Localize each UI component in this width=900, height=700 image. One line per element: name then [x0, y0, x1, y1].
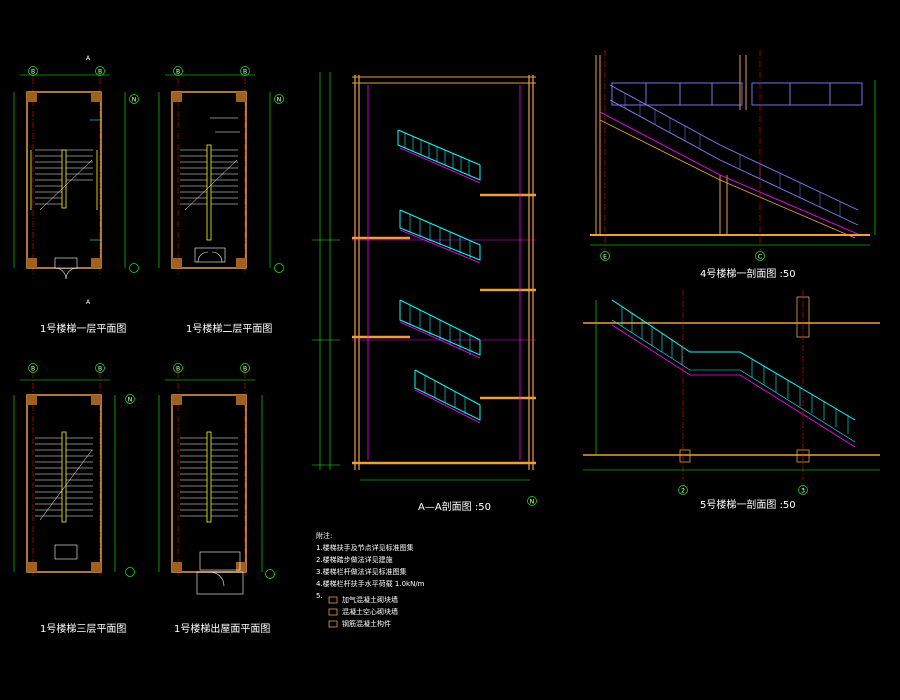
section-4-drawing: [590, 50, 876, 261]
plan-3-axis-right: B: [98, 366, 102, 373]
plan-1-cut-mark-top: A: [86, 55, 91, 62]
plan-1-cut-mark-bottom: A: [86, 299, 91, 306]
note-item: 5.: [316, 592, 323, 600]
plan-1-axis-side: N: [132, 97, 137, 104]
section-4-axis-left: E: [603, 254, 607, 261]
notes-block: 附注: 1.楼梯扶手及节点详见标准图集 2.楼梯踏步做法详见建施 3.楼梯栏杆做…: [316, 530, 425, 602]
note-item: 4.楼梯栏杆扶手水平荷载 1.0kN/m: [316, 580, 425, 588]
plan-1-caption: 1号楼梯一层平面图: [40, 324, 127, 335]
section-aa-caption: A—A剖面图 :50: [418, 502, 491, 513]
plan-3-axis-side: N: [128, 397, 133, 404]
section-5-axis-right: 3: [801, 488, 805, 495]
section-4-caption: 4号楼梯一剖面图 :50: [700, 269, 796, 280]
plan-2-floor-2: [158, 66, 284, 275]
plan-3-caption: 1号楼梯三层平面图: [40, 624, 127, 635]
plan-4-axis-right: B: [243, 366, 247, 373]
legend-item: 加气混凝土砌块墙: [342, 596, 398, 604]
plan-4-axis-left: B: [176, 366, 180, 373]
legend-swatches: [328, 596, 338, 628]
section-5-drawing: [583, 290, 880, 495]
notes-title: 附注:: [316, 532, 333, 540]
plan-4-roof-exit: [158, 363, 275, 595]
plan-2-axis-side: N: [277, 97, 282, 104]
plan-1-axis-right: B: [98, 69, 102, 76]
note-item: 3.楼梯栏杆做法详见标准图集: [316, 568, 407, 576]
section-aa-axis-bottom: N: [530, 499, 535, 506]
legend-item: 混凝土空心砌块墙: [342, 608, 398, 616]
note-item: 2.楼梯踏步做法详见建施: [316, 556, 393, 564]
plan-4-caption: 1号楼梯出屋面平面图: [174, 624, 271, 635]
section-5-caption: 5号楼梯一剖面图 :50: [700, 500, 796, 511]
plan-2-axis-left: B: [176, 69, 180, 76]
plan-3-floor-3: [13, 363, 135, 578]
plan-3-axis-left: B: [31, 366, 35, 373]
note-item: 1.楼梯扶手及节点详见标准图集: [316, 544, 414, 552]
section-5-axis-left: 2: [681, 488, 685, 495]
section-aa-drawing: [312, 72, 537, 506]
legend-item: 钢筋混凝土构件: [342, 620, 391, 628]
plan-1-floor-1: [13, 66, 139, 280]
plan-2-axis-right: B: [243, 69, 247, 76]
section-4-axis-right: C: [758, 254, 762, 261]
plan-2-caption: 1号楼梯二层平面图: [186, 324, 273, 335]
plan-1-axis-left: B: [31, 69, 35, 76]
